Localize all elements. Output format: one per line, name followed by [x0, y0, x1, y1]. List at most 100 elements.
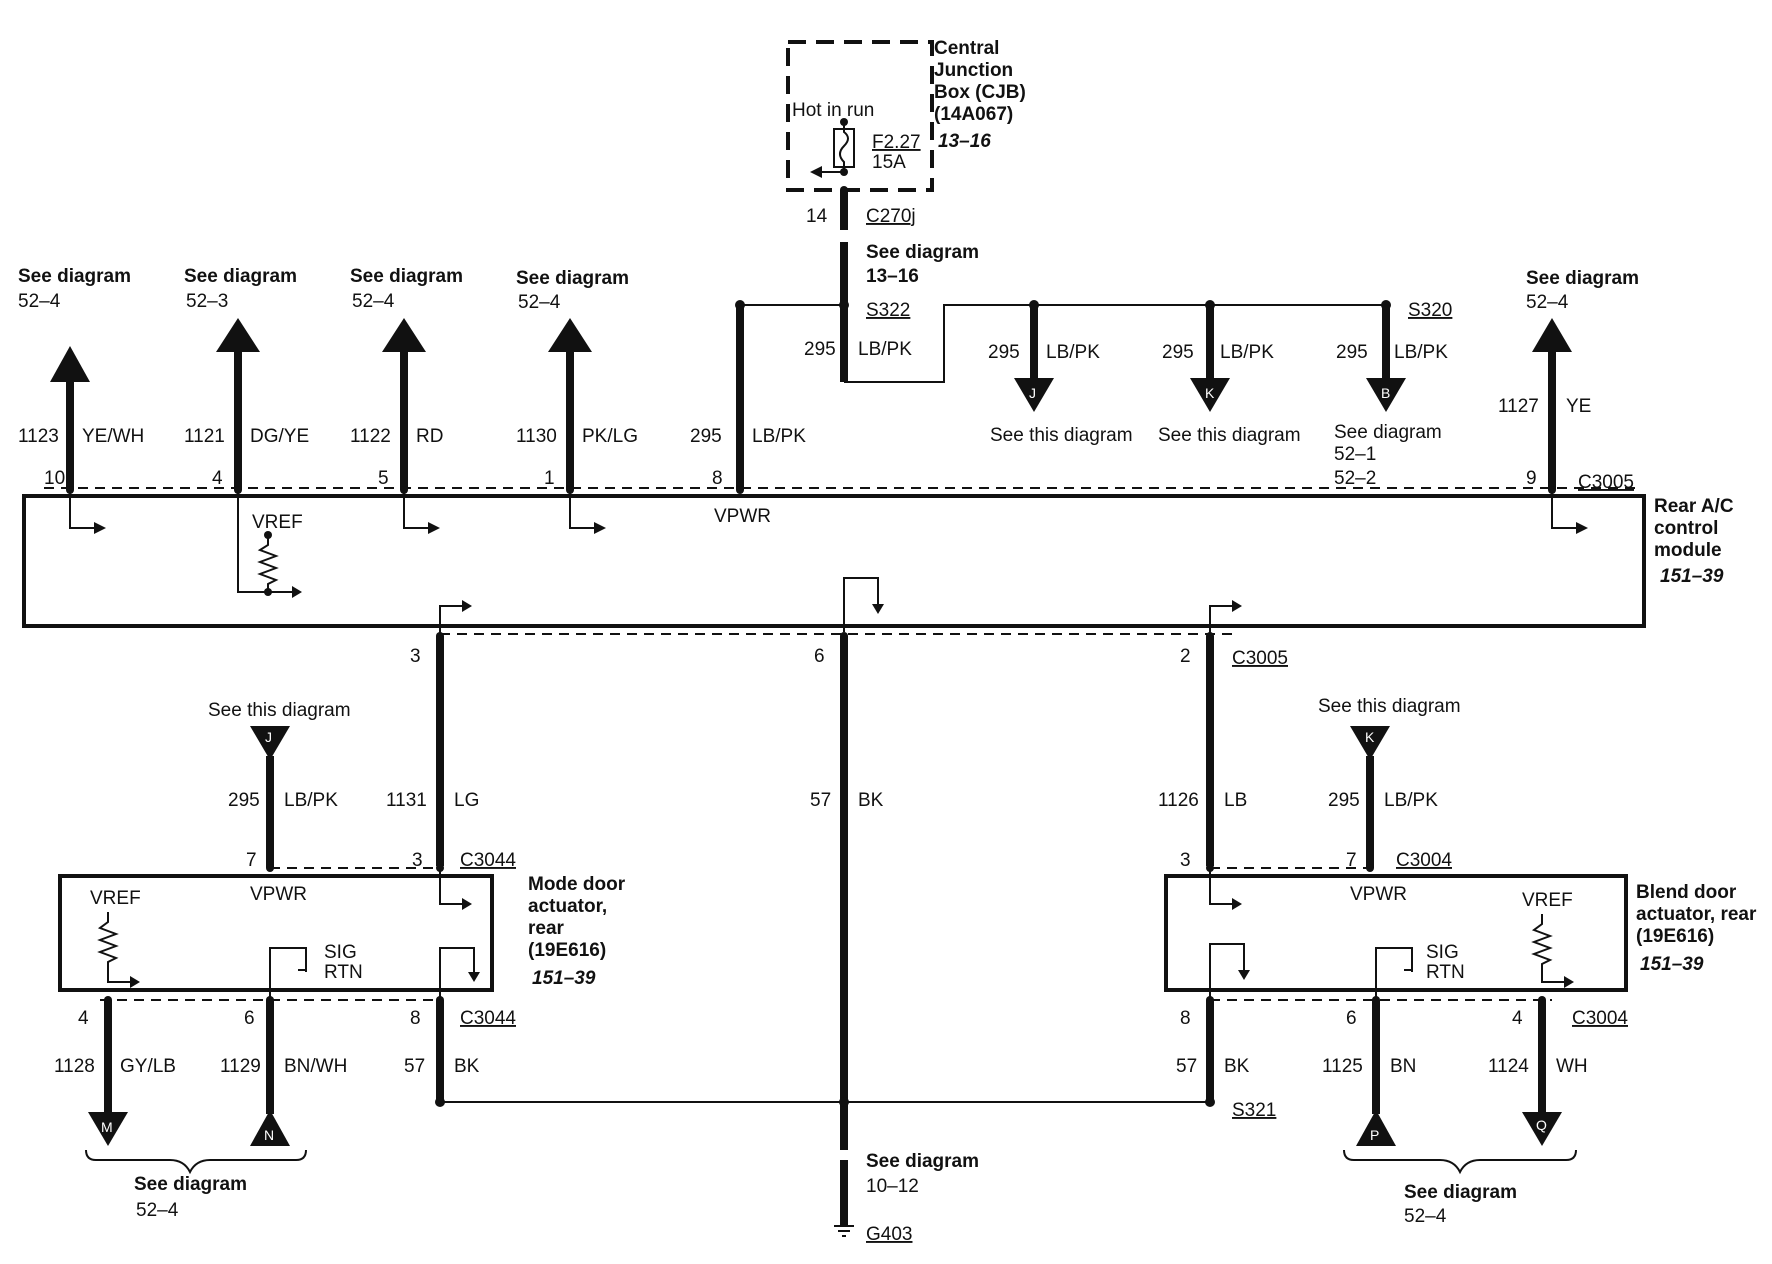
top-pin-9: 9 [1526, 468, 1537, 489]
top-wire-295 [736, 305, 744, 494]
blend-actuator-box [1164, 874, 1628, 992]
ground-ref: 10–12 [866, 1176, 919, 1197]
module-pin-2: 2 [1180, 646, 1191, 667]
s322-label: S322 [866, 300, 910, 321]
mode-in-letter: J [265, 729, 272, 745]
blend-vpwr: VPWR [1350, 884, 1407, 905]
mode-out-pin-4: 4 [78, 1008, 89, 1029]
mode-connector-bottom: C3044 [460, 1008, 516, 1029]
blend-brace [1343, 1149, 1577, 1175]
blend-vref: VREF [1522, 890, 1573, 911]
cjb-bus-node [840, 118, 848, 126]
mode-out-color-1128: GY/LB [120, 1056, 176, 1077]
module-color-1131: LG [454, 790, 479, 811]
s321-label: S321 [1232, 1100, 1276, 1121]
mode-see: See diagram [134, 1174, 247, 1195]
branch-k-color: LB/PK [1220, 342, 1274, 363]
module-title-2: control [1654, 518, 1718, 539]
cjb-fuse-out-node [840, 168, 848, 176]
blend-out-1125 [1356, 996, 1396, 1146]
blend-title-3: (19E616) [1636, 926, 1714, 947]
branch-k-circuit: 295 [1162, 342, 1194, 363]
blend-out-pin-6: 6 [1346, 1008, 1357, 1029]
top-see-1121: See diagram [184, 266, 297, 287]
top-pin-5: 5 [378, 468, 389, 489]
cjb-arrow-icon [810, 166, 822, 178]
module-pin-3: 3 [410, 646, 421, 667]
mode-in-pin-b: 3 [412, 850, 423, 871]
module-circuit-57: 57 [810, 790, 831, 811]
top-wire-1130 [548, 318, 606, 534]
module-pin-6: 6 [814, 646, 825, 667]
mode-out-color-1129: BN/WH [284, 1056, 347, 1077]
s322-node [839, 300, 849, 310]
mode-rtn: RTN [324, 962, 363, 983]
blend-connector-top: C3004 [1396, 850, 1452, 871]
branch-j-color: LB/PK [1046, 342, 1100, 363]
module-out-1131 [436, 600, 472, 866]
branch-b-see: See diagram [1334, 422, 1442, 443]
fuse-element-icon [839, 125, 849, 172]
module-color-57: BK [858, 790, 884, 811]
branch-j-circuit: 295 [988, 342, 1020, 363]
top-ref-1122: 52–4 [352, 291, 395, 312]
feed-circuit: 295 [804, 339, 836, 360]
mode-out-1128 [88, 996, 128, 1146]
c3005-bottom-label: C3005 [1232, 648, 1288, 669]
s320-bus [844, 304, 1386, 383]
blend-title-2: actuator, rear [1636, 904, 1757, 925]
hot-in-run-label: Hot in run [792, 100, 874, 121]
blend-out-letter-q: Q [1536, 1117, 1547, 1133]
cjb-dashed-box [786, 40, 934, 192]
mode-actuator-box [58, 874, 494, 992]
top-color-295: LB/PK [752, 426, 806, 447]
branch-b-ref1: 52–1 [1334, 444, 1376, 465]
branch-j-letter: J [1029, 385, 1036, 401]
cjb-title-1: Central [934, 38, 999, 59]
c3005-top-label: C3005 [1578, 472, 1634, 493]
module-ground-57 [839, 577, 884, 1226]
mode-in-color: LB/PK [284, 790, 338, 811]
blend-out-pin-4: 4 [1512, 1008, 1523, 1029]
top-color-1123: YE/WH [82, 426, 144, 447]
mode-title-4: (19E616) [528, 940, 606, 961]
mode-vpwr: VPWR [250, 884, 307, 905]
branch-j-arrow-icon [1014, 378, 1054, 412]
top-pin-1: 1 [544, 468, 555, 489]
module-title-3: module [1654, 540, 1722, 561]
top-ref-1130: 52–4 [518, 292, 561, 313]
blend-out-color-1125: BN [1390, 1056, 1416, 1077]
blend-title-1: Blend door [1636, 882, 1737, 903]
top-wire-1123 [50, 346, 106, 534]
top-color-1121: DG/YE [250, 426, 309, 447]
blend-in-circuit: 295 [1328, 790, 1360, 811]
top-color-1127: YE [1566, 396, 1591, 417]
blend-internal [1209, 868, 1574, 1000]
blend-out-color-57: BK [1224, 1056, 1250, 1077]
mode-out-color-57: BK [454, 1056, 480, 1077]
top-color-1130: PK/LG [582, 426, 638, 447]
blend-out-57 [1206, 996, 1214, 1102]
cjb-ref: 13–16 [938, 131, 991, 152]
module-vref: VREF [252, 512, 303, 533]
blend-see: See diagram [1404, 1182, 1517, 1203]
top-circuit-1121: 1121 [184, 426, 225, 447]
mode-out-circuit-1129: 1129 [220, 1056, 261, 1077]
module-circuit-1126: 1126 [1158, 790, 1199, 811]
mode-out-circuit-1128: 1128 [54, 1056, 95, 1077]
ground-label: G403 [866, 1224, 912, 1245]
s320-label: S320 [1408, 300, 1452, 321]
blend-ref: 151–39 [1640, 954, 1704, 975]
cjb-title-3: Box (CJB) [934, 82, 1026, 103]
mode-out-circuit-57: 57 [404, 1056, 425, 1077]
top-ref-1123: 52–4 [18, 291, 61, 312]
top-see-1123: See diagram [18, 266, 131, 287]
mode-out-57 [435, 996, 445, 1107]
top-see-1130: See diagram [516, 268, 629, 289]
cjb-title-2: Junction [934, 60, 1013, 81]
branch-k-arrow-icon [1190, 378, 1230, 412]
blend-out-color-1124: WH [1556, 1056, 1588, 1077]
feed-color: LB/PK [858, 339, 912, 360]
mode-in-pin-a: 7 [246, 850, 257, 871]
